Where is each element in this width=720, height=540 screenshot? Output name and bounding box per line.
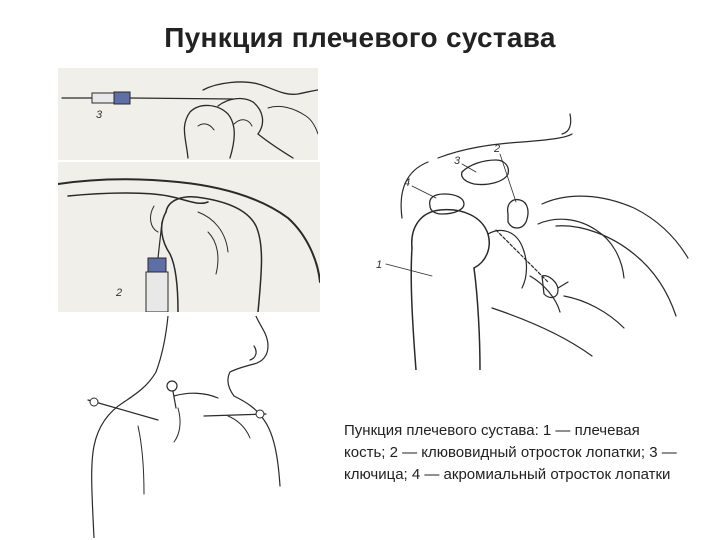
figure-caption: Пункция плечевого сустава: 1 — плечевая … bbox=[344, 422, 677, 483]
label-4: 4 bbox=[404, 177, 410, 189]
needle-left bbox=[87, 399, 159, 421]
patient-shoulder-drawing bbox=[78, 316, 360, 538]
label-3: 3 bbox=[454, 155, 461, 167]
slide-title: Пункция плечевого сустава bbox=[164, 22, 556, 53]
figure-label: 2 bbox=[115, 287, 122, 299]
shoulder-anatomy-drawing: 1 2 3 4 bbox=[372, 108, 690, 370]
lateral-puncture-drawing: 2 bbox=[58, 162, 320, 312]
needle-approach-drawing: 3 bbox=[58, 68, 318, 160]
label-1: 1 bbox=[376, 259, 382, 271]
label-2: 2 bbox=[493, 143, 500, 155]
figure-label: 3 bbox=[96, 109, 103, 121]
syringe-hub bbox=[113, 91, 131, 105]
